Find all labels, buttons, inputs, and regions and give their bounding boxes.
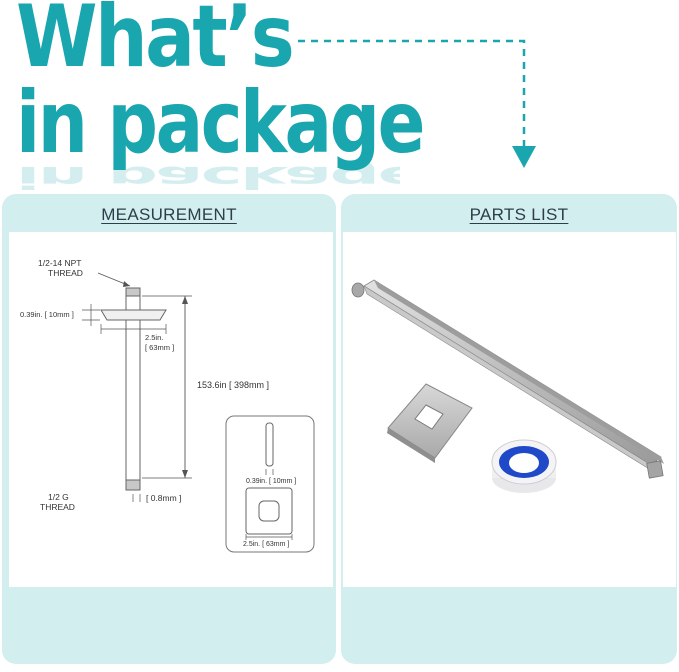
length-label: 153.6in [ 398mm ]: [197, 380, 269, 390]
detail-width-label: 2.5in. [ 63mm ]: [243, 541, 289, 548]
shower-arm: [351, 279, 664, 479]
measurement-drawing: 1/2-14 NPT THREAD 0.39in. [ 10mm ] 2.5in…: [20, 258, 315, 553]
bottom-thread-block: [125, 479, 141, 491]
flange-width-label-2: [ 63mm ]: [145, 343, 174, 352]
parts-list-title: PARTS LIST: [469, 205, 569, 224]
bottom-thread-label-2: THREAD: [40, 502, 75, 512]
parts-card: [343, 232, 676, 587]
bottom-thread-label-1: 1/2 G: [48, 492, 69, 502]
flange-shape: [100, 309, 167, 321]
headline-line-1: What’s: [16, 0, 295, 87]
flange-thickness-label: 0.39in. [ 10mm ]: [20, 310, 74, 319]
parts-illustration: [351, 279, 664, 493]
top-thread-label-1: 1/2-14 NPT: [38, 258, 81, 268]
flange-side-view: [265, 422, 274, 467]
measurement-title: MEASUREMENT: [101, 205, 237, 224]
headline-line-2: in package: [16, 73, 425, 173]
top-thread-block: [125, 287, 141, 297]
teflon-tape: [491, 439, 557, 493]
flange-width-label-1: 2.5in.: [145, 333, 163, 342]
dashed-arrow-icon: [298, 39, 536, 168]
flange-plate: [387, 383, 473, 463]
wall-thickness-label: [ 0.8mm ]: [146, 493, 181, 503]
top-thread-label-2: THREAD: [48, 268, 83, 278]
detail-thickness-label: 0.39in. [ 10mm ]: [246, 478, 296, 485]
